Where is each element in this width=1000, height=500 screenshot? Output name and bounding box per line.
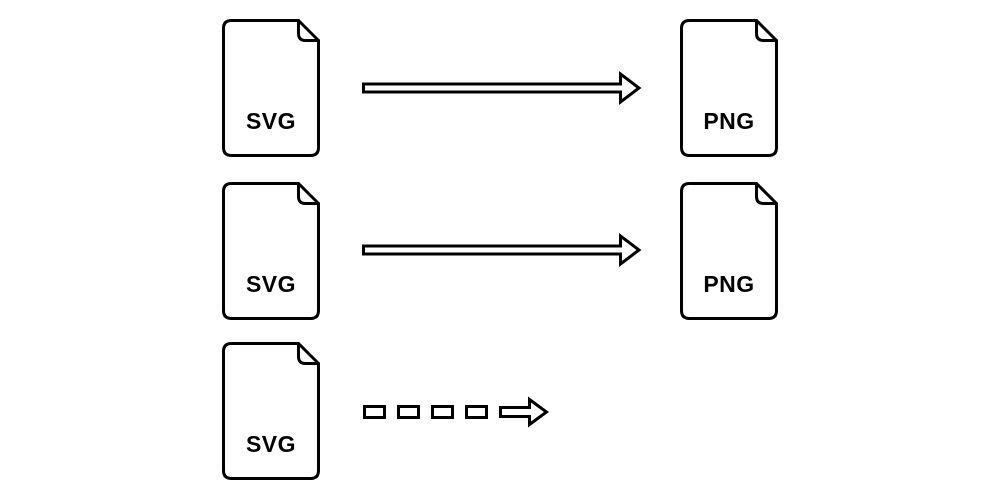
dashed-right-arrow-icon xyxy=(363,396,549,428)
file-type-label: SVG xyxy=(245,108,297,134)
png-file-icon: PNG xyxy=(680,182,778,320)
file-type-label: SVG xyxy=(245,431,297,457)
right-arrow-icon xyxy=(362,232,642,268)
png-file-icon: PNG xyxy=(680,19,778,157)
file-document-icon xyxy=(680,182,778,320)
svg-file-icon: SVG xyxy=(222,19,320,157)
file-document-icon xyxy=(222,342,320,480)
file-type-label: SVG xyxy=(245,271,297,297)
file-type-label: PNG xyxy=(703,271,755,297)
file-document-icon xyxy=(680,19,778,157)
svg-file-icon: SVG xyxy=(222,342,320,480)
file-type-label: PNG xyxy=(703,108,755,134)
svg-file-icon: SVG xyxy=(222,182,320,320)
right-arrow-icon xyxy=(362,70,642,106)
file-document-icon xyxy=(222,19,320,157)
file-document-icon xyxy=(222,182,320,320)
